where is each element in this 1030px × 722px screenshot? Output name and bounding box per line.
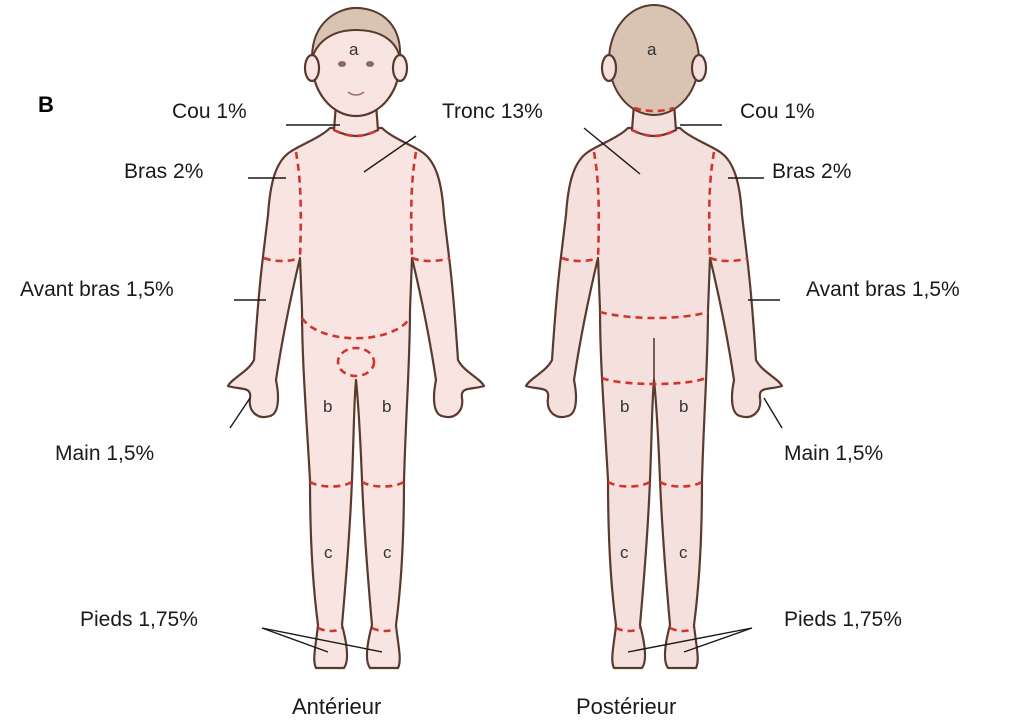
label-cou-left: Cou 1%: [172, 100, 247, 123]
anterior-zone-b-right: b: [382, 397, 391, 416]
posterior-left-ear: [602, 55, 616, 81]
leader-main-left: [230, 398, 250, 428]
posterior-zone-c-right: c: [679, 543, 688, 562]
label-avant-bras-left: Avant bras 1,5%: [20, 278, 174, 301]
anterior-zone-a: a: [349, 40, 359, 59]
posterior-zone-b-left: b: [620, 397, 629, 416]
anterior-left-ear: [305, 55, 319, 81]
label-avant-bras-right: Avant bras 1,5%: [806, 278, 960, 301]
leader-main-right: [764, 398, 782, 428]
label-bras-right: Bras 2%: [772, 160, 851, 183]
posterior-head: [609, 5, 699, 115]
anterior-zone-b-left: b: [323, 397, 332, 416]
label-main-left: Main 1,5%: [55, 442, 154, 465]
figure-letter: B: [38, 92, 54, 117]
label-cou-right: Cou 1%: [740, 100, 815, 123]
posterior-zone-a: a: [647, 40, 657, 59]
anterior-zone-c-left: c: [324, 543, 333, 562]
caption-posterior: Postérieur: [576, 694, 676, 719]
label-bras-left: Bras 2%: [124, 160, 203, 183]
posterior-zone-c-left: c: [620, 543, 629, 562]
anterior-right-eye: [366, 61, 374, 67]
anterior-right-ear: [393, 55, 407, 81]
label-pieds-left: Pieds 1,75%: [80, 608, 198, 631]
posterior-body: [526, 128, 782, 668]
posterior-zone-b-right: b: [679, 397, 688, 416]
labels: Cou 1% Tronc 13% Bras 2% Avant bras 1,5%…: [20, 100, 960, 631]
label-tronc: Tronc 13%: [442, 100, 543, 123]
anterior-left-eye: [338, 61, 346, 67]
label-pieds-right: Pieds 1,75%: [784, 608, 902, 631]
label-main-right: Main 1,5%: [784, 442, 883, 465]
posterior-right-ear: [692, 55, 706, 81]
anterior-zone-c-right: c: [383, 543, 392, 562]
caption-anterior: Antérieur: [292, 694, 381, 719]
anterior-body: [228, 128, 484, 668]
